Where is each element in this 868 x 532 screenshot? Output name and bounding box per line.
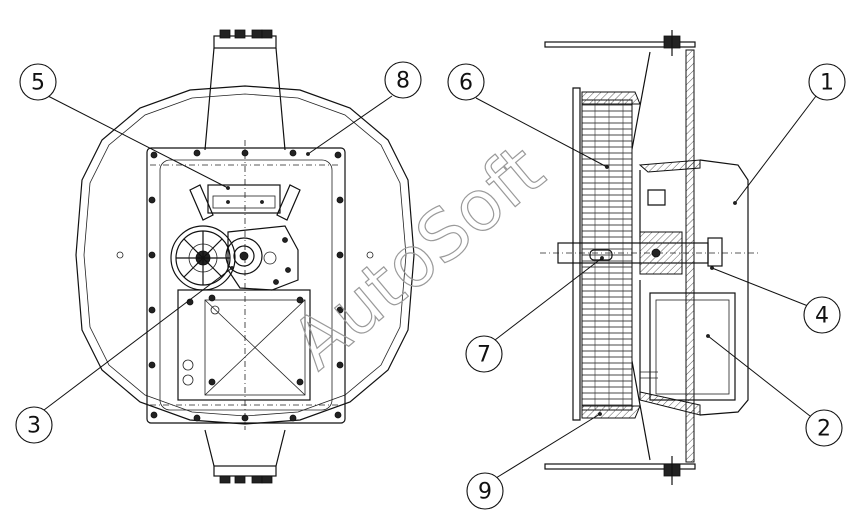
callout-5: 5 xyxy=(19,63,57,101)
plate-screws xyxy=(148,149,344,422)
callout-2-label: 2 xyxy=(817,417,831,442)
fan-wheel xyxy=(170,225,236,291)
front-view xyxy=(75,29,415,484)
callout-7: 7 xyxy=(465,335,503,373)
callout-5-label: 5 xyxy=(31,71,45,96)
callout-7-label: 7 xyxy=(477,343,491,368)
callout-3: 3 xyxy=(15,406,53,444)
callout-4: 4 xyxy=(803,296,841,334)
side-view xyxy=(540,30,760,485)
housing-outline xyxy=(75,85,415,425)
callout-1: 1 xyxy=(808,63,846,101)
gear-assembly xyxy=(225,225,299,291)
callout-8-label: 8 xyxy=(396,69,410,94)
top-bracket xyxy=(204,29,286,151)
mounting-plate xyxy=(146,147,346,424)
watermark-text: AutoSoft xyxy=(276,129,559,385)
callouts: 5 8 3 6 1 xyxy=(15,61,846,510)
callout-3-label: 3 xyxy=(27,414,41,439)
motor-housing xyxy=(638,159,749,416)
impeller xyxy=(572,87,641,421)
callout-9-label: 9 xyxy=(478,480,492,505)
callout-6-label: 6 xyxy=(459,71,473,96)
flange-bolts xyxy=(663,30,681,485)
bottom-bracket xyxy=(204,429,286,484)
callout-9: 9 xyxy=(466,472,504,510)
callout-4-label: 4 xyxy=(815,304,829,329)
motor-block xyxy=(640,292,736,401)
electrical-box xyxy=(177,289,311,401)
callout-8: 8 xyxy=(384,61,422,99)
callout-1-label: 1 xyxy=(820,71,834,96)
callout-6: 6 xyxy=(447,63,485,101)
upper-bracket-part xyxy=(189,184,301,221)
callout-2: 2 xyxy=(805,409,843,447)
